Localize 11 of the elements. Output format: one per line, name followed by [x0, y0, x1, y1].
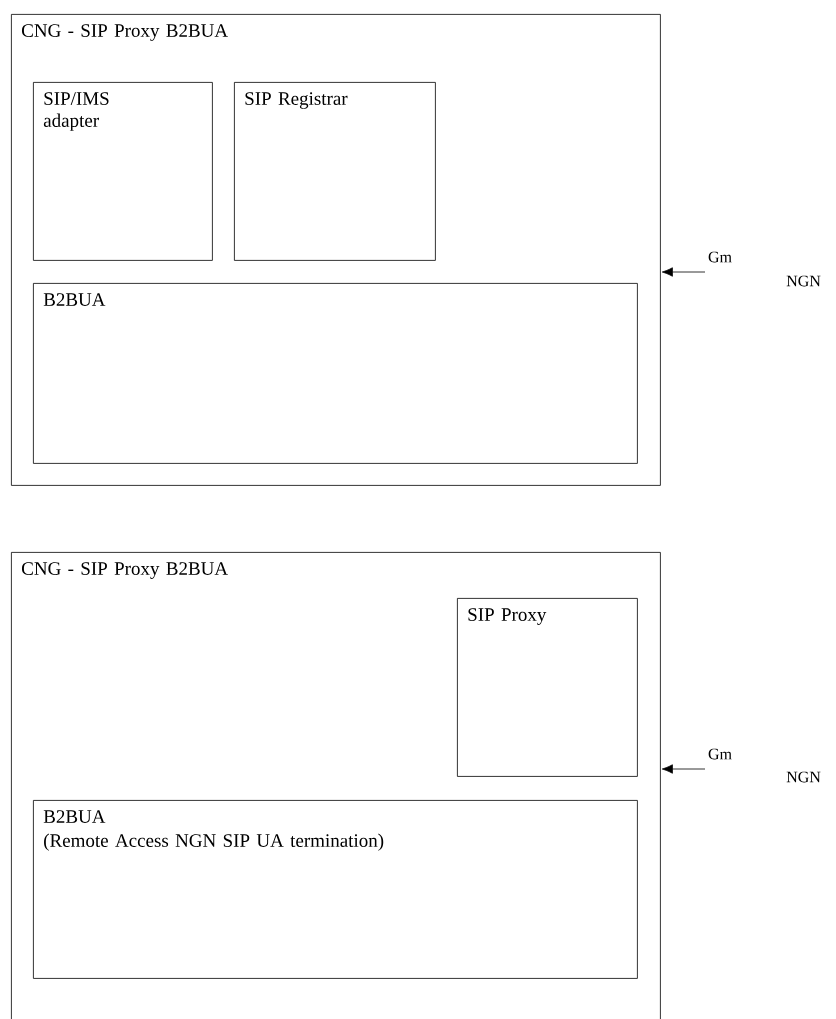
network-label: NGN — [786, 771, 821, 783]
component-box: SIP Proxy — [457, 598, 638, 777]
arrow — [661, 267, 706, 277]
edge-label: Gm — [707, 250, 733, 264]
component-box: B2BUA — [33, 283, 638, 464]
edge-label: Gm — [707, 747, 733, 761]
network-label: NGN — [786, 275, 821, 287]
component-box: SIP/IMS adapter — [33, 82, 213, 261]
arrow — [661, 764, 706, 774]
component-box: B2BUA (Remote Access NGN SIP UA termination) — [33, 800, 638, 979]
component-box: SIP Registrar — [234, 82, 436, 261]
